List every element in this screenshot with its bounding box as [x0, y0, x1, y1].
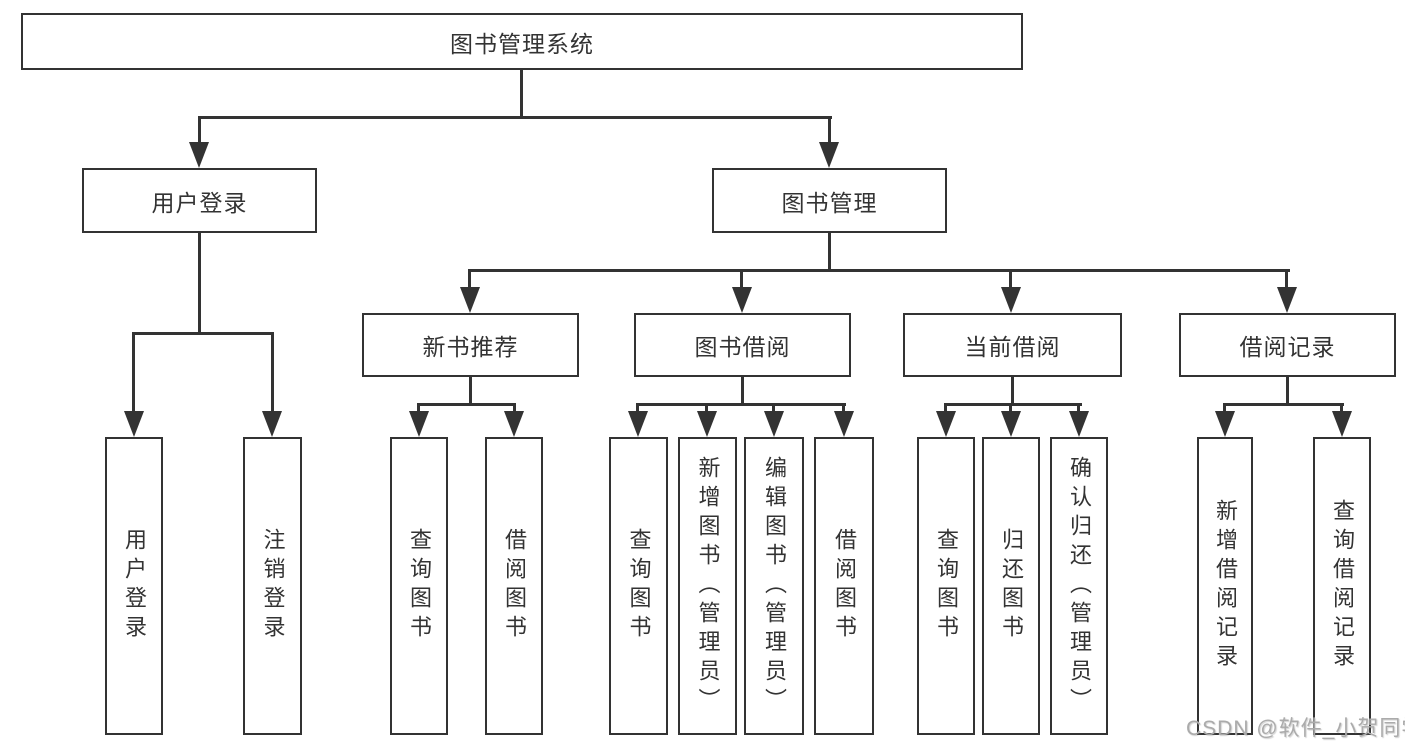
- connector-borrow-record-stem-2: [1340, 403, 1343, 413]
- connector-new-book-stem-1: [417, 403, 420, 413]
- arrowhead-book-borrow-leaf-2: [697, 411, 717, 437]
- leaf-borrow-edit-admin: 编辑图书（管理员）: [744, 437, 804, 735]
- connector-root-hline: [198, 116, 832, 119]
- connector-book-borrow-stem-2: [705, 403, 708, 413]
- node-user-login-label: 用户登录: [151, 189, 248, 216]
- arrowhead-book-borrow-leaf-4: [834, 411, 854, 437]
- arrowhead-current-borrow-leaf-1: [936, 411, 956, 437]
- leaf-borrow-book: 借阅图书: [814, 437, 874, 735]
- leaf-record-query-label: 查询借阅记录: [1330, 499, 1355, 673]
- node-new-book: 新书推荐: [362, 313, 579, 377]
- arrowhead-new-book-leaf-1: [409, 411, 429, 437]
- leaf-borrow-edit-admin-label: 编辑图书（管理员）: [762, 455, 787, 717]
- connector-current-borrow-stem-1: [944, 403, 947, 413]
- leaf-newbook-borrow-label: 借阅图书: [502, 528, 527, 644]
- connector-current-borrow-stem-2: [1009, 403, 1012, 413]
- leaf-user-login: 用户登录: [105, 437, 163, 735]
- node-borrow-record: 借阅记录: [1179, 313, 1396, 377]
- arrowhead-book-mgmt: [819, 142, 839, 168]
- connector-user-login-stem-1: [132, 332, 135, 414]
- arrowhead-borrow-record-leaf-1: [1215, 411, 1235, 437]
- connector-book-mgmt-stem-2: [740, 269, 743, 289]
- arrowhead-current-borrow: [1001, 287, 1021, 313]
- arrowhead-new-book-leaf-2: [504, 411, 524, 437]
- connector-book-mgmt-hline: [468, 269, 1290, 272]
- leaf-return-book: 归还图书: [982, 437, 1040, 735]
- node-new-book-label: 新书推荐: [422, 334, 519, 360]
- connector-current-borrow-hline: [944, 403, 1082, 406]
- leaf-record-query: 查询借阅记录: [1313, 437, 1371, 735]
- connector-book-borrow-stem-4: [842, 403, 845, 413]
- node-user-login: 用户登录: [82, 168, 317, 233]
- connector-borrow-record-drop: [1286, 375, 1289, 406]
- arrowhead-user-login: [189, 142, 209, 168]
- leaf-borrow-add-admin: 新增图书（管理员）: [678, 437, 737, 735]
- connector-book-mgmt-stem-3: [1009, 269, 1012, 289]
- connector-new-book-hline: [417, 403, 516, 406]
- leaf-current-query: 查询图书: [917, 437, 975, 735]
- connector-new-book-stem-2: [513, 403, 516, 413]
- leaf-confirm-return-admin: 确认归还（管理员）: [1050, 437, 1108, 735]
- connector-current-borrow-drop: [1011, 375, 1014, 406]
- connector-book-mgmt-stem-1: [468, 269, 471, 289]
- connector-user-login-drop: [198, 231, 201, 335]
- connector-book-borrow-stem-1: [636, 403, 639, 413]
- arrowhead-user-login-leaf-2: [262, 411, 282, 437]
- arrowhead-book-borrow: [732, 287, 752, 313]
- leaf-newbook-query-label: 查询图书: [407, 528, 432, 644]
- arrowhead-current-borrow-leaf-3: [1069, 411, 1089, 437]
- arrowhead-new-book: [460, 287, 480, 313]
- connector-user-login-hline: [132, 332, 274, 335]
- leaf-borrow-book-label: 借阅图书: [832, 528, 857, 644]
- leaf-record-add: 新增借阅记录: [1197, 437, 1253, 735]
- node-root: 图书管理系统: [21, 13, 1023, 70]
- connector-book-borrow-hline: [636, 403, 846, 406]
- connector-root-drop: [520, 68, 523, 119]
- arrowhead-current-borrow-leaf-2: [1001, 411, 1021, 437]
- leaf-newbook-query: 查询图书: [390, 437, 448, 735]
- connector-new-book-drop: [469, 375, 472, 406]
- node-current-borrow: 当前借阅: [903, 313, 1122, 377]
- connector-borrow-record-hline: [1223, 403, 1344, 406]
- node-root-label: 图书管理系统: [450, 30, 594, 57]
- connector-borrow-record-stem-1: [1223, 403, 1226, 413]
- leaf-return-book-label: 归还图书: [999, 528, 1024, 644]
- arrowhead-book-borrow-leaf-1: [628, 411, 648, 437]
- node-current-borrow-label: 当前借阅: [964, 334, 1061, 360]
- connector-book-borrow-drop: [741, 375, 744, 406]
- arrowhead-borrow-record: [1277, 287, 1297, 313]
- leaf-borrow-query: 查询图书: [609, 437, 668, 735]
- connector-root-stem-left: [198, 116, 201, 146]
- connector-book-mgmt-stem-4: [1285, 269, 1288, 289]
- leaf-logout: 注销登录: [243, 437, 302, 735]
- node-borrow-record-label: 借阅记录: [1239, 334, 1336, 360]
- node-book-borrow: 图书借阅: [634, 313, 851, 377]
- leaf-record-add-label: 新增借阅记录: [1213, 499, 1238, 673]
- leaf-user-login-label: 用户登录: [122, 528, 147, 644]
- leaf-borrow-add-admin-label: 新增图书（管理员）: [695, 455, 721, 717]
- connector-current-borrow-stem-3: [1077, 403, 1080, 413]
- leaf-logout-label: 注销登录: [260, 528, 286, 644]
- node-book-borrow-label: 图书借阅: [694, 334, 791, 360]
- arrowhead-borrow-record-leaf-2: [1332, 411, 1352, 437]
- connector-book-mgmt-drop: [828, 231, 831, 272]
- leaf-borrow-query-label: 查询图书: [626, 528, 652, 644]
- connector-user-login-stem-2: [271, 332, 274, 414]
- connector-root-stem-right: [828, 116, 831, 146]
- leaf-confirm-return-admin-label: 确认归还（管理员）: [1067, 455, 1092, 717]
- node-book-mgmt-label: 图书管理: [781, 189, 878, 216]
- arrowhead-book-borrow-leaf-3: [764, 411, 784, 437]
- csdn-watermark: CSDN @软件_小贺同学: [1186, 717, 1405, 740]
- connector-book-borrow-stem-3: [772, 403, 775, 413]
- node-book-mgmt: 图书管理: [712, 168, 947, 233]
- leaf-current-query-label: 查询图书: [934, 528, 959, 644]
- leaf-newbook-borrow: 借阅图书: [485, 437, 543, 735]
- arrowhead-user-login-leaf-1: [124, 411, 144, 437]
